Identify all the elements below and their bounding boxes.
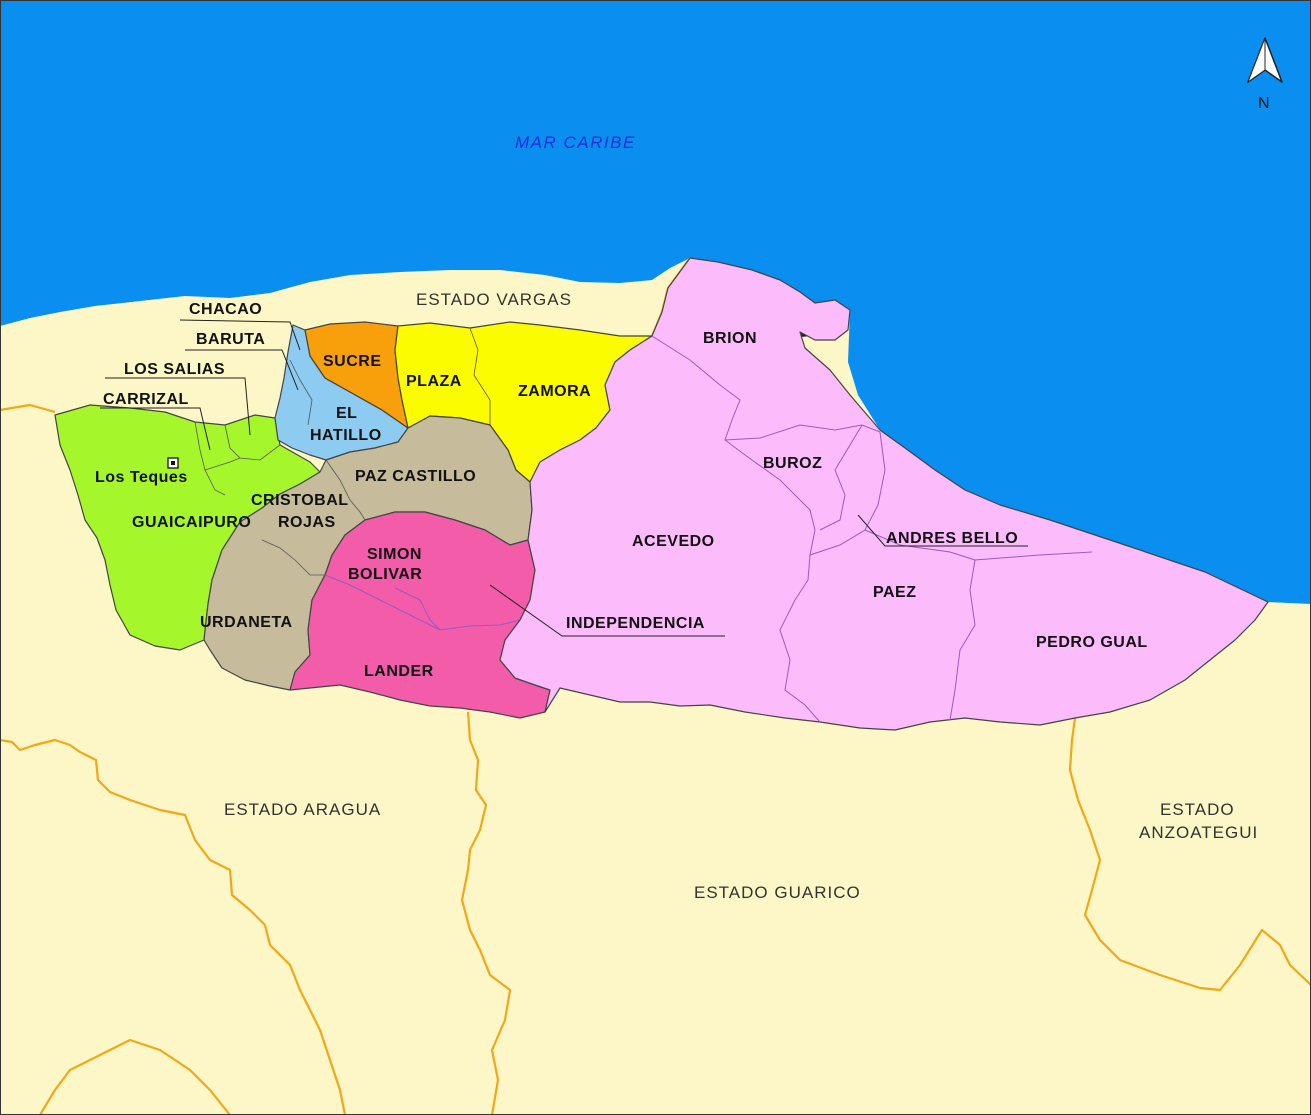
- label-el-hatillo-2: HATILLO: [310, 427, 382, 444]
- state-label-vargas: ESTADO VARGAS: [416, 290, 572, 309]
- label-cristobal-rojas-1: CRISTOBAL: [251, 492, 349, 509]
- label-urdaneta: URDANETA: [200, 614, 293, 631]
- buroz-boundary: [724, 424, 886, 556]
- north-arrow-icon: [1246, 37, 1283, 84]
- leader-los-salias: [105, 377, 251, 436]
- capital-label: Los Teques: [95, 469, 188, 486]
- leader-chacao: [179, 319, 301, 351]
- leader-independencia: [489, 584, 725, 637]
- region-simon-bolivar-lander: [289, 511, 551, 719]
- label-buroz: BUROZ: [763, 455, 822, 472]
- label-cristobal-rojas-2: ROJAS: [278, 514, 336, 531]
- label-plaza: PLAZA: [406, 373, 462, 390]
- buroz-inner: [819, 424, 863, 531]
- sea-label: MAR CARIBE: [515, 133, 636, 152]
- label-zamora: ZAMORA: [518, 383, 591, 400]
- label-independencia: INDEPENDENCIA: [566, 615, 705, 632]
- leader-carrizal: [100, 407, 211, 451]
- leader-baruta: [185, 349, 299, 391]
- label-andres-bello: ANDRES BELLO: [886, 530, 1018, 547]
- leader-andres-bello: [857, 514, 1028, 547]
- state-border-vargas: [0, 403, 56, 414]
- plaza-zamora-boundary: [469, 327, 491, 425]
- state-label-anzoategui-2: ANZOATEGUI: [1139, 823, 1258, 842]
- label-paz-castillo: PAZ CASTILLO: [355, 468, 476, 485]
- capital-marker-icon: [167, 457, 179, 469]
- label-simon-bolivar-2: BOLIVAR: [348, 566, 422, 583]
- label-el-hatillo-1: EL: [336, 405, 357, 422]
- compass-letter: N: [1258, 95, 1270, 112]
- label-brion: BRION: [703, 330, 757, 347]
- state-border-guarico: [460, 711, 512, 1115]
- label-los-salias: LOS SALIAS: [124, 361, 225, 378]
- baruta-hatillo-boundary: [289, 359, 313, 426]
- label-acevedo: ACEVEDO: [632, 533, 715, 550]
- label-guaicaipuro: GUAICAIPURO: [132, 514, 251, 531]
- caribbean-sea: [0, 0, 1311, 604]
- label-lander: LANDER: [364, 663, 434, 680]
- paez-pedrogual-boundary: [949, 551, 1093, 721]
- label-carrizal: CARRIZAL: [103, 391, 189, 408]
- state-label-anzoategui-1: ESTADO: [1160, 800, 1235, 819]
- label-sucre: SUCRE: [323, 353, 382, 370]
- andres-bello-boundary: [864, 529, 976, 561]
- simon-inner: [394, 587, 441, 631]
- state-border-anzoategui: [1068, 717, 1311, 992]
- state-label-aragua: ESTADO ARAGUA: [224, 800, 381, 819]
- paz-castillo-boundary: [325, 459, 366, 521]
- simon-lander-boundary: [324, 574, 521, 631]
- label-chacao: CHACAO: [189, 301, 262, 318]
- acevedo-paez-boundary: [779, 554, 821, 723]
- state-border-aragua: [0, 738, 347, 1115]
- label-simon-bolivar-1: SIMON: [367, 546, 422, 563]
- region-barlovento: [499, 257, 1269, 731]
- label-pedro-gual: PEDRO GUAL: [1036, 634, 1148, 651]
- label-baruta: BARUTA: [196, 331, 265, 348]
- state-label-guarico: ESTADO GUARICO: [694, 883, 861, 902]
- label-paez: PAEZ: [873, 584, 916, 601]
- state-border-aragua-2: [39, 1038, 231, 1115]
- cristobal-urdaneta-boundary: [261, 539, 325, 576]
- guaicaipuro-inner: [204, 457, 241, 471]
